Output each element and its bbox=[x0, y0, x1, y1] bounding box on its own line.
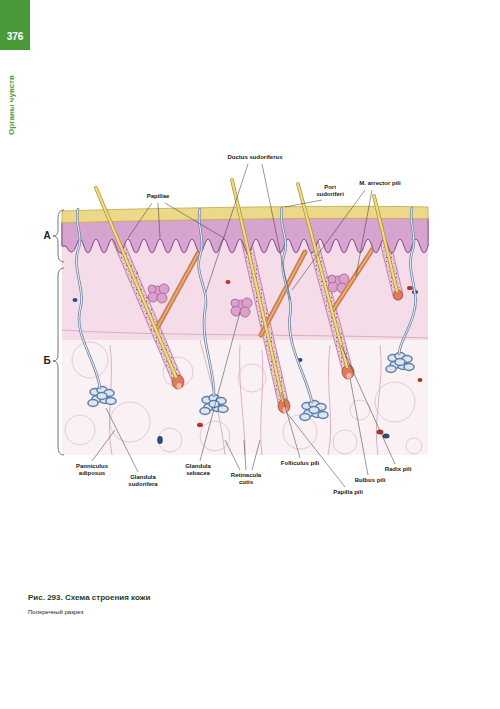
part-name: Ductus sudoriferus bbox=[227, 154, 282, 161]
figure-caption: Рис. 293. Схема строения кожи bbox=[28, 593, 150, 602]
subcaption: Поперечный разрез bbox=[28, 609, 83, 616]
part-name: Bulbus pili bbox=[355, 477, 386, 484]
hair-shafts bbox=[96, 180, 397, 401]
sebaceous-glands bbox=[148, 274, 349, 317]
layer-letter: Б bbox=[43, 355, 50, 367]
part-name: M. arrector pili bbox=[359, 180, 400, 187]
part-name: Retinacula cutis bbox=[231, 472, 261, 486]
part-name: Papillae bbox=[147, 193, 170, 200]
fat-lobules bbox=[65, 342, 422, 454]
part-name: Folliculus pili bbox=[281, 460, 319, 467]
page-tab bbox=[0, 0, 30, 50]
blood-vessels bbox=[73, 268, 423, 444]
part-name: Radix pili bbox=[385, 466, 412, 473]
layer-brackets bbox=[53, 210, 64, 455]
layer-letter: А bbox=[43, 230, 50, 242]
part-name: Papilla pili bbox=[333, 489, 363, 496]
page-number: 376 bbox=[7, 31, 24, 43]
part-name: Glandula sebacea bbox=[185, 463, 211, 477]
leader-lines bbox=[92, 164, 395, 487]
hypodermis bbox=[62, 340, 428, 455]
part-name: Glandula sudorifera bbox=[128, 474, 157, 488]
retinacula-fibers bbox=[62, 330, 428, 455]
section-title: Органы чувств bbox=[7, 75, 16, 135]
part-name: Panniculus adiposus bbox=[76, 463, 108, 477]
part-name: Pori sudoriferi bbox=[316, 184, 344, 198]
stratum-corneum bbox=[62, 206, 428, 223]
sweat-glands bbox=[88, 353, 414, 421]
